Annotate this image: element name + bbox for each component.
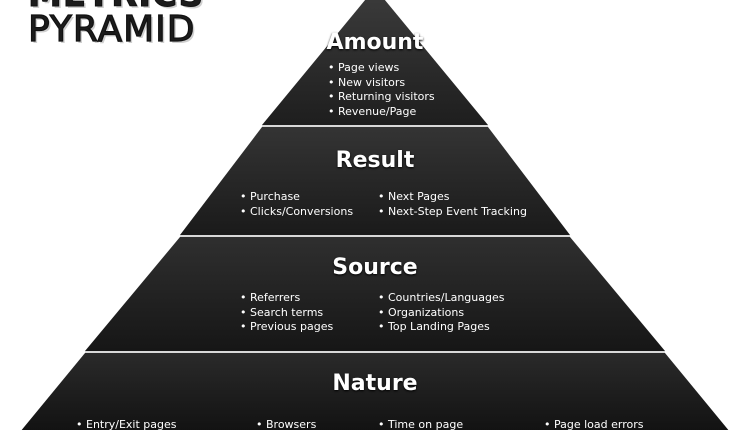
tier-amount-list: Page views New visitors Returning visito… bbox=[328, 61, 435, 119]
tier-result-list-1: Purchase Clicks/Conversions bbox=[240, 190, 353, 219]
list-item: Returning visitors bbox=[328, 90, 435, 105]
list-item: Purchase bbox=[240, 190, 353, 205]
list-item: Entry/Exit pages bbox=[76, 418, 177, 433]
tier-nature-list-3: Time on page bbox=[378, 418, 463, 433]
tier-heading-source: Source bbox=[332, 255, 418, 280]
list-item: Browsers bbox=[256, 418, 316, 433]
list-item: Organizations bbox=[378, 306, 504, 321]
tier-heading-nature: Nature bbox=[332, 371, 418, 396]
tier-nature-list-1: Entry/Exit pages bbox=[76, 418, 177, 433]
list-item: Page views bbox=[328, 61, 435, 76]
list-item: Previous pages bbox=[240, 320, 333, 335]
tier-result-list-2: Next Pages Next-Step Event Tracking bbox=[378, 190, 527, 219]
tier-heading-amount: Amount bbox=[326, 30, 424, 55]
pyramid-tier-source bbox=[85, 237, 665, 351]
list-item: Page load errors bbox=[544, 418, 644, 433]
list-item: Next-Step Event Tracking bbox=[378, 205, 527, 220]
list-item: Countries/Languages bbox=[378, 291, 504, 306]
tier-source-list-1: Referrers Search terms Previous pages bbox=[240, 291, 333, 335]
list-item: Search terms bbox=[240, 306, 333, 321]
tier-heading-result: Result bbox=[335, 148, 415, 173]
list-item: Time on page bbox=[378, 418, 463, 433]
list-item: Next Pages bbox=[378, 190, 527, 205]
diagram-title-line2: PYRAMID bbox=[27, 9, 196, 50]
tier-nature-list-4: Page load errors bbox=[544, 418, 644, 433]
list-item: New visitors bbox=[328, 76, 435, 91]
list-item: Referrers bbox=[240, 291, 333, 306]
diagram-title-line1: METRICS bbox=[27, 0, 204, 13]
tier-source-list-2: Countries/Languages Organizations Top La… bbox=[378, 291, 504, 335]
list-item: Top Landing Pages bbox=[378, 320, 504, 335]
list-item: Revenue/Page bbox=[328, 105, 435, 120]
pyramid-tier-nature bbox=[21, 353, 729, 430]
list-item: Clicks/Conversions bbox=[240, 205, 353, 220]
tier-nature-list-2: Browsers bbox=[256, 418, 316, 433]
